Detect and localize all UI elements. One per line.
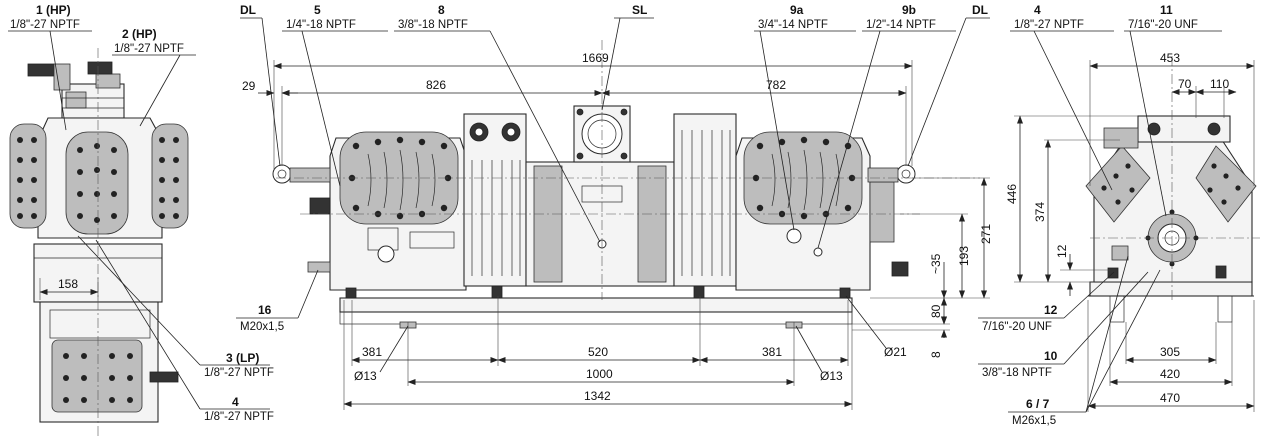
callout-9b-spec: 1/2"-14 NPTF [866, 19, 936, 31]
dim-305: 305 [1160, 345, 1180, 359]
callout-9a-number: 9a [790, 3, 804, 17]
dim-1000: 1000 [586, 367, 613, 381]
dim-35: ~35 [929, 253, 943, 274]
end-view: 453 70 110 446 374 12 305 420 470 4 1/8"… [978, 3, 1260, 427]
dim-381-left: 381 [362, 345, 382, 359]
callout-11-spec: 7/16"-20 UNF [1128, 19, 1198, 31]
callout-dl-right: DL [972, 3, 988, 17]
dim-1342: 1342 [584, 389, 611, 403]
dim-374: 374 [1033, 202, 1047, 222]
dim-dia13-left: Ø13 [354, 369, 377, 383]
callout-9a-spec: 3/4"-14 NPTF [758, 19, 828, 31]
callout-11-number: 11 [1160, 3, 1173, 17]
dim-8: 8 [929, 351, 943, 358]
callout-3-spec: 1/8"-27 NPTF [204, 367, 274, 379]
top-valve-assembly [27, 61, 125, 119]
dim-271: 271 [979, 224, 993, 244]
callout-3-number: 3 (LP) [226, 351, 259, 365]
callout-sl: SL [632, 3, 647, 17]
end-right-head [1195, 145, 1257, 223]
callout-12-number: 12 [1044, 303, 1058, 317]
callout-10-spec: 3/8"-18 NPTF [982, 367, 1052, 379]
dim-446: 446 [1005, 184, 1019, 204]
callout-6-7-number: 6 / 7 [1026, 397, 1050, 411]
discharge-valve-left [272, 164, 292, 184]
dim-dia13-right: Ø13 [820, 369, 843, 383]
right-motor [673, 113, 737, 287]
callout-1-spec: 1/8"-27 NPTF [10, 19, 80, 31]
callout-12-spec: 7/16"-20 UNF [982, 321, 1052, 333]
dim-dia21: Ø21 [884, 345, 907, 359]
dim-158: 158 [58, 277, 78, 291]
callout-1-number: 1 (HP) [36, 3, 71, 17]
right-cylinder-head [151, 123, 189, 229]
callout-6-7-spec: M26x1,5 [1012, 415, 1056, 427]
dim-110: 110 [1210, 77, 1229, 91]
discharge-valve-right [896, 164, 916, 184]
center-cylinder-head [65, 131, 129, 235]
dim-29: 29 [242, 79, 256, 93]
dim-70: 70 [1178, 77, 1192, 91]
callout-2-spec: 1/8"-27 NPTF [114, 43, 184, 55]
front-view: 1669 29 826 782 271 193 ~35 80 8 [236, 3, 993, 410]
callout-8-spec: 3/8"-18 NPTF [398, 19, 468, 31]
callout-9b-number: 9b [902, 3, 916, 17]
dim-826: 826 [426, 78, 446, 92]
left-motor [463, 113, 527, 287]
dim-420: 420 [1160, 367, 1180, 381]
callout-8-number: 8 [438, 3, 445, 17]
callout-16-spec: M20x1,5 [240, 321, 284, 333]
callout-5-spec: 1/4"-18 NPTF [286, 19, 356, 31]
dim-520: 520 [588, 345, 608, 359]
callout-2-number: 2 (HP) [122, 27, 157, 41]
dim-12: 12 [1055, 244, 1069, 258]
callout-4-right-number: 4 [1034, 3, 1041, 17]
dim-453: 453 [1160, 51, 1180, 65]
dim-80: 80 [929, 304, 943, 318]
callout-10-number: 10 [1044, 349, 1058, 363]
side-view: 158 1 (HP) 1/8"-27 NPTF 2 (HP) 1/8"-27 N… [8, 3, 274, 436]
end-base-frame [1089, 281, 1253, 297]
callout-4-left-spec: 1/8"-27 NPTF [204, 411, 274, 423]
dim-782: 782 [766, 78, 786, 92]
callout-16-number: 16 [258, 303, 272, 317]
front-base-rail [339, 297, 853, 313]
callout-5-number: 5 [314, 3, 321, 17]
dim-193: 193 [957, 246, 971, 266]
dim-1669: 1669 [582, 51, 609, 65]
end-left-head [1085, 145, 1151, 223]
left-cylinder-head [9, 123, 47, 229]
dim-381-right: 381 [762, 345, 782, 359]
callout-4-right-spec: 1/8"-27 NPTF [1014, 19, 1084, 31]
callout-4-left-number: 4 [232, 395, 239, 409]
callout-dl-left: DL [240, 3, 256, 17]
dim-470: 470 [1160, 391, 1180, 405]
